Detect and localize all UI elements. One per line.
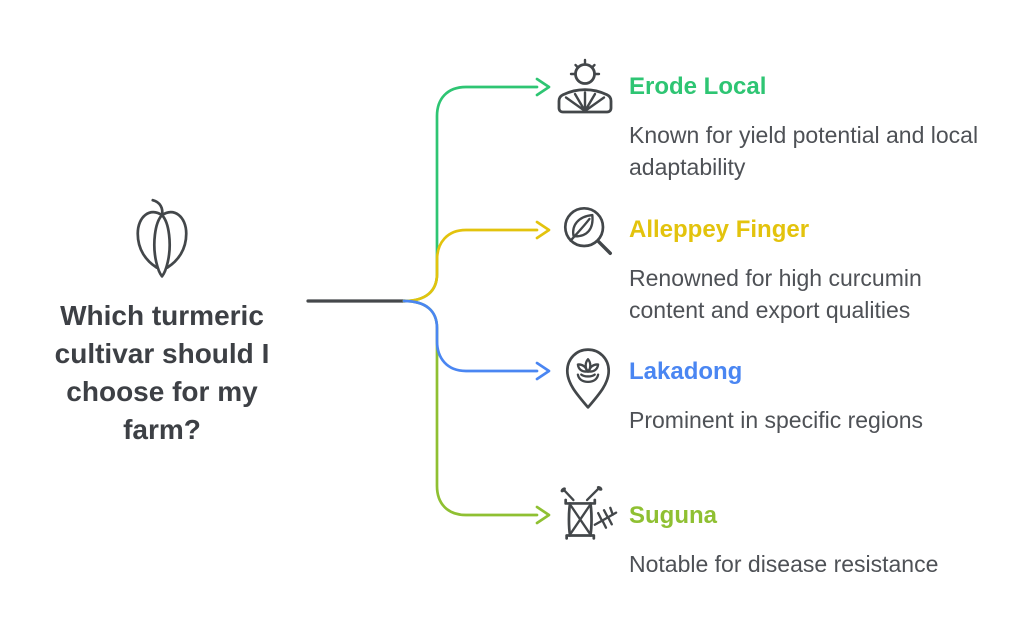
branch-title-alleppey-finger: Alleppey Finger <box>629 216 810 243</box>
plant-location-pin-icon <box>562 345 614 416</box>
branch-description-suguna: Notable for disease resistance <box>629 551 939 577</box>
branch-description-alleppey-finger: Renowned for high curcumin content and e… <box>629 265 922 323</box>
connector-erode-local <box>402 77 551 303</box>
pumpkin-icon <box>130 196 194 285</box>
arrowhead-icon <box>535 361 551 381</box>
leaf-magnifier-icon <box>559 202 617 267</box>
farm-field-sun-icon <box>555 58 615 119</box>
arrowhead-icon <box>535 220 551 240</box>
pest-bug-icon <box>553 485 623 556</box>
branch-title-suguna: Suguna <box>629 502 717 529</box>
connector-suguna <box>402 299 551 525</box>
connector-alleppey-finger <box>402 220 551 303</box>
question-text: Which turmeric cultivar should I choose … <box>54 300 270 445</box>
branch-title-lakadong: Lakadong <box>629 358 743 385</box>
branch-description-erode-local: Known for yield potential and local adap… <box>629 122 979 180</box>
arrowhead-icon <box>535 77 551 97</box>
connector-lakadong <box>402 299 551 381</box>
arrowhead-icon <box>535 505 551 525</box>
branch-description-lakadong: Prominent in specific regions <box>629 407 924 433</box>
branch-title-erode-local: Erode Local <box>629 73 767 100</box>
